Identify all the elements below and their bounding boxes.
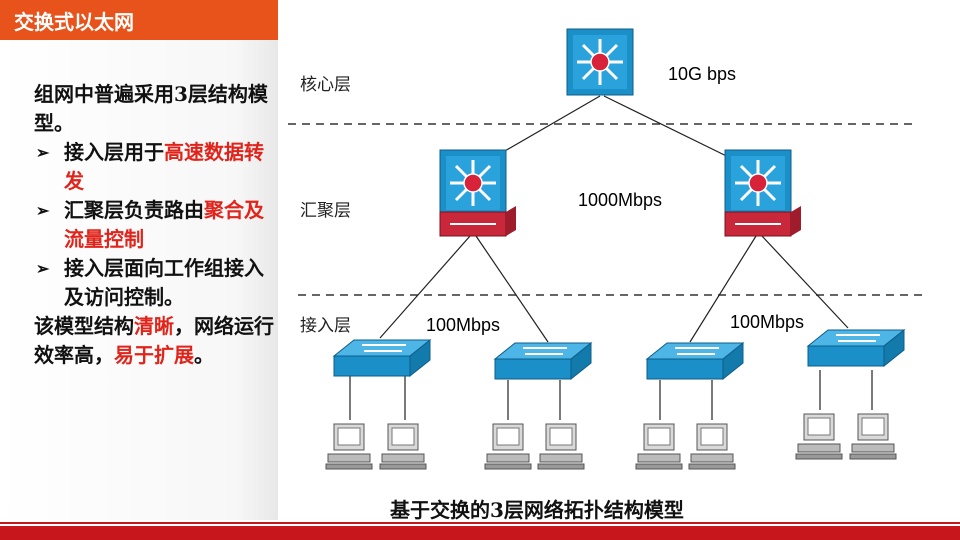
bullet-1-highlight: 高速数据转发 — [64, 140, 264, 193]
pc-icon — [795, 413, 843, 460]
bullet-1-text: 接入层用于 — [64, 140, 164, 164]
arrow-bullet-icon: ➢ — [36, 201, 50, 220]
pc-icon — [688, 423, 736, 470]
access-switch-2-icon — [494, 342, 592, 380]
pc-icon — [379, 423, 427, 470]
access-switch-1-icon — [333, 339, 431, 377]
speed-access-left-label: 100Mbps — [426, 315, 500, 335]
slide-title: 交换式以太网 — [14, 10, 134, 34]
intro-text: 组网中普遍采用3层结构模型。 — [34, 82, 268, 135]
layer-access-label: 接入层 — [300, 316, 351, 336]
speed-access-right-label: 100Mbps — [730, 312, 804, 332]
bullet-3-text: 接入层面向工作组接入及访问控制。 — [64, 256, 264, 309]
pc-icon — [484, 423, 532, 470]
summary-pre: 该模型结构 — [34, 314, 134, 338]
core-switch-icon — [565, 27, 635, 97]
bullet-text: 组网中普遍采用3层结构模型。 ➢ 接入层用于高速数据转发 ➢ 汇聚层负责路由聚合及流… — [34, 80, 274, 370]
pc-icon — [635, 423, 683, 470]
access-switch-3-icon — [646, 342, 744, 380]
diagram-caption: 基于交换的3层网络拓扑结构模型 — [390, 498, 684, 522]
bullet-item-2: ➢ 汇聚层负责路由聚合及流量控制 — [34, 196, 274, 254]
arrow-bullet-icon: ➢ — [36, 259, 50, 278]
summary-highlight-2: 易于扩展 — [114, 343, 194, 367]
pc-icon — [537, 423, 585, 470]
aggregation-switch-left-icon — [438, 148, 516, 237]
bullet-item-3: ➢ 接入层面向工作组接入及访问控制。 — [34, 254, 274, 312]
bullet-2-highlight: 聚合及流量控制 — [64, 198, 264, 251]
links — [349, 95, 873, 420]
footer-line — [0, 522, 960, 524]
layer-agg-label: 汇聚层 — [300, 201, 351, 221]
footer-bar — [0, 526, 960, 540]
arrow-bullet-icon: ➢ — [36, 143, 50, 162]
summary-mid: ，网络运行效率高， — [34, 314, 274, 367]
speed-agg-label: 1000Mbps — [578, 190, 662, 210]
aggregation-switch-right-icon — [723, 148, 801, 237]
layer-core-label: 核心层 — [300, 75, 351, 95]
summary-text: 该模型结构清晰，网络运行效率高，易于扩展。 — [34, 312, 274, 370]
title-bar: 交换式以太网 — [0, 0, 278, 40]
pc-icon — [849, 413, 897, 460]
bullet-2-text: 汇聚层负责路由 — [64, 198, 204, 222]
summary-highlight-1: 清晰 — [134, 314, 174, 338]
access-switch-4-icon — [807, 329, 905, 367]
pc-icon — [325, 423, 373, 470]
summary-post: 。 — [194, 343, 214, 367]
bullet-item-1: ➢ 接入层用于高速数据转发 — [34, 138, 274, 196]
left-panel — [0, 40, 278, 520]
speed-core-label: 10G bps — [668, 64, 736, 84]
